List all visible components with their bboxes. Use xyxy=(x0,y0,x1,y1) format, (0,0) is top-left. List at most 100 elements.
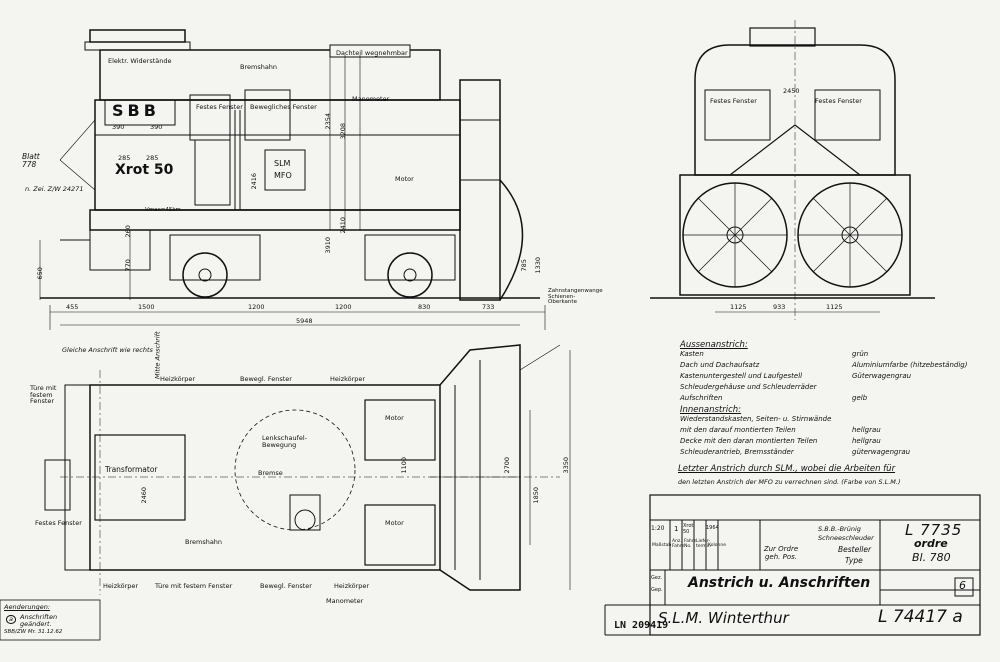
dim-1500: 1500 xyxy=(138,303,155,311)
tb-company: S.L.M. Winterthur xyxy=(658,609,789,627)
dim-2450: 2450 xyxy=(783,87,800,95)
revision-box xyxy=(0,599,101,641)
transformer-label: Transformator xyxy=(105,465,158,474)
door-top-label: Türe mit festem Fenster xyxy=(30,384,57,405)
movable-window-bottom-label: Bewegl. Fenster xyxy=(260,582,312,590)
dim-2410: 2410 xyxy=(339,216,348,234)
front-fixed-window-2: Festes Fenster xyxy=(815,97,862,105)
tb-col-qty: Anz. Fahrz. xyxy=(672,539,686,549)
side-elevation xyxy=(39,29,546,330)
paint-note-line1: Letzter Anstrich durch SLM., wobei die A… xyxy=(678,464,896,474)
row-value: grün xyxy=(852,350,869,358)
dim-933: 933 xyxy=(773,303,786,311)
slm-label: SLM xyxy=(274,159,291,168)
dim-1100: 1100 xyxy=(400,456,409,474)
archive-stamp: LN 209419 xyxy=(614,620,669,631)
dim-785: 785 xyxy=(519,259,528,272)
manometer-plan-label: Manometer xyxy=(326,597,364,605)
mfo-label: MFO xyxy=(274,171,292,180)
tb-bl-number: Bl. 780 xyxy=(912,551,951,564)
row-item: Dach und Dachaufsatz xyxy=(680,361,760,369)
tb-col-delivery: Liefer- termin xyxy=(696,539,711,549)
steer-shovel-label: Lenkschaufel-Bewegung xyxy=(262,434,308,449)
revision-title: Aenderungen: xyxy=(4,603,51,611)
front-elevation xyxy=(650,20,935,320)
row-item: Schleuderantrieb, Bremsständer xyxy=(680,448,794,456)
brake-cock-label: Bremshahn xyxy=(240,63,278,71)
dim-455: 455 xyxy=(66,303,79,311)
dim-3208: 3208 xyxy=(339,122,348,140)
middle-lettering-note: Mitte Anschrift xyxy=(153,331,162,380)
row-item: Aufschriften xyxy=(680,394,723,402)
motor-label: Motor xyxy=(395,175,414,183)
dim-285-a: 285 xyxy=(118,154,131,162)
dim-1330: 1330 xyxy=(534,256,543,274)
dim-1125-b: 1125 xyxy=(826,303,843,311)
exterior-row: Schleudergehäuse und Schleuderräder xyxy=(680,383,980,394)
same-lettering-note: Gleiche Anschrift wie rechts xyxy=(62,346,153,354)
dim-260: 260 xyxy=(123,225,132,238)
exterior-title: Aussenanstrich: xyxy=(680,340,748,350)
interior-row: Wiederstandskasten, Seiten- u. Stirnwänd… xyxy=(680,415,980,426)
interior-title: Innenanstrich: xyxy=(680,405,742,415)
row-value: gelb xyxy=(852,394,868,402)
tb-sheet-box: 6 xyxy=(959,579,966,592)
interior-paint-schedule: Innenanstrich: Wiederstandskasten, Seite… xyxy=(680,405,980,459)
row-value: hellgrau xyxy=(852,426,881,434)
vmax-label: Vmax=45km xyxy=(145,207,181,213)
dim-2700: 2700 xyxy=(503,456,512,474)
heater-top-label: Heizkörper xyxy=(160,375,196,383)
heater-bottom2-label: Heizkörper xyxy=(334,582,370,590)
revision-signature: SBB/ZW Mr. 31.12.62 xyxy=(4,629,63,635)
revision-mark: a xyxy=(6,615,16,624)
dim-650: 650 xyxy=(35,267,44,280)
brake-label: Bremse xyxy=(258,469,283,477)
movable-window-top-label: Bewegl. Fenster xyxy=(240,375,292,383)
row-value: hellgrau xyxy=(852,437,881,445)
row-item: Schleudergehäuse und Schleuderräder xyxy=(680,383,817,391)
dim-2354: 2354 xyxy=(324,112,333,130)
row-value: Aluminiumfarbe (hitzebeständig) xyxy=(852,361,968,369)
roof-removable-label: Dachteil wegnehmbar xyxy=(336,49,408,57)
dim-5948: 5948 xyxy=(296,317,313,325)
dim-390-b: 390 xyxy=(150,123,163,131)
dim-390-a: 390 xyxy=(112,123,125,131)
tb-title: Anstrich u. Anschriften xyxy=(688,575,871,591)
row-item: Decke mit den daran montierten Teilen xyxy=(680,437,818,445)
dim-733: 733 xyxy=(482,303,495,311)
motor-1-label: Motor xyxy=(385,414,404,422)
tb-customer: Besteller xyxy=(838,545,872,554)
tb-order-number: L 7735 xyxy=(905,521,963,539)
fixed-window-label: Festes Fenster xyxy=(196,103,243,111)
row-item: Kasten xyxy=(680,350,704,358)
tb-scale: 1:20 xyxy=(651,525,665,532)
exterior-row: Kastenuntergestell und Laufgestell Güterw… xyxy=(680,372,980,383)
tb-year: 1964 xyxy=(706,525,719,531)
exterior-row: Kasten grün xyxy=(680,350,980,361)
row-value: Güterwagengrau xyxy=(852,372,912,380)
tb-ordre: ordre xyxy=(914,537,948,550)
row-item: Kastenuntergestell und Laufgestell xyxy=(680,372,803,380)
dim-2460: 2460 xyxy=(140,486,149,504)
drawing-ref-label: n. Zei. Z/W 24271 xyxy=(25,185,84,193)
blatt-label: Blatt 778 xyxy=(22,152,40,169)
dim-2416: 2416 xyxy=(250,172,259,190)
tb-gez: Gez. xyxy=(651,575,663,581)
vehicle-number: Xrot 50 xyxy=(115,162,174,178)
dim-770: 770 xyxy=(123,259,132,272)
exterior-paint-schedule: Aussenanstrich: Kasten grün Dach und Dach… xyxy=(680,340,980,405)
dim-3910: 3910 xyxy=(324,236,333,254)
tb-col-scale: Maßstab xyxy=(652,543,672,548)
tb-client-2: Schneeschleuder xyxy=(818,534,874,542)
dim-1200-a: 1200 xyxy=(248,303,265,311)
dim-3350: 3350 xyxy=(562,456,571,474)
row-item: mit den darauf montierten Teilen xyxy=(680,426,796,434)
dim-830: 830 xyxy=(418,303,431,311)
dim-1850: 1850 xyxy=(532,486,541,504)
motor-2-label: Motor xyxy=(385,519,404,527)
tb-col-column: Kolonne xyxy=(708,543,726,548)
exterior-row: Dach und Dachaufsatz Aluminiumfarbe (hitz… xyxy=(680,361,980,372)
dim-1200-b: 1200 xyxy=(335,303,352,311)
